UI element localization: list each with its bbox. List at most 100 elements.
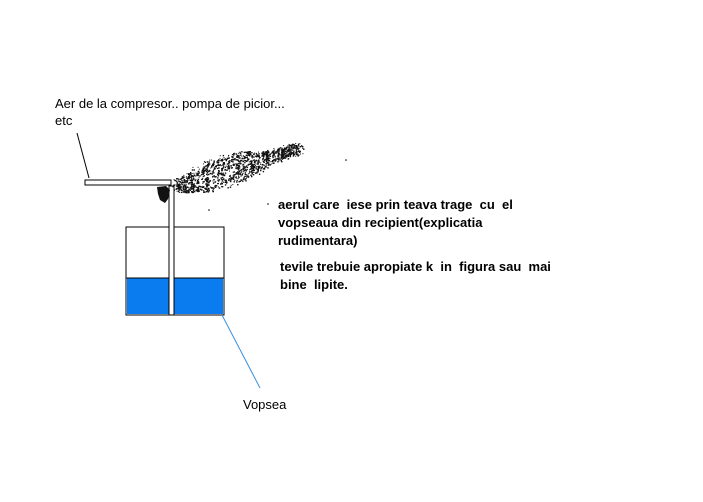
spray-speck — [253, 154, 255, 156]
spray-speck — [251, 167, 253, 170]
spray-speck — [266, 156, 268, 158]
spray-speck — [250, 166, 252, 168]
spray-speck — [203, 181, 205, 183]
spray-speck — [213, 169, 215, 171]
spray-speck — [194, 175, 196, 177]
spray-speck — [202, 186, 204, 189]
spray-speck — [233, 174, 235, 176]
spray-speck — [268, 163, 270, 166]
spray-speck — [297, 143, 300, 145]
spray-speck — [253, 169, 255, 171]
spray-speck — [184, 181, 186, 183]
spray-speck — [238, 172, 240, 174]
spray-speck — [257, 171, 259, 173]
spray-speck — [264, 153, 266, 156]
spray-speck — [261, 164, 263, 166]
spray-speck — [251, 175, 253, 178]
spray-speck — [223, 163, 224, 165]
spray-speck — [197, 178, 200, 181]
spray-speck — [278, 155, 280, 157]
suction-pipe — [168, 185, 175, 316]
spray-speck — [240, 180, 242, 182]
spray-speck — [222, 176, 224, 179]
spray-speck — [262, 168, 265, 170]
spray-speck — [237, 165, 239, 167]
spray-speck — [185, 192, 188, 194]
spray-speck — [281, 151, 284, 154]
spray-speck — [251, 173, 253, 175]
spray-speck — [191, 185, 193, 187]
spray-speck — [246, 166, 249, 168]
spray-speck — [180, 187, 182, 189]
spray-speck — [298, 150, 300, 151]
spray-speck — [230, 180, 232, 183]
spray-speck — [278, 157, 280, 159]
spray-speck — [179, 181, 181, 183]
spray-speck — [181, 186, 182, 188]
spray-speck — [232, 156, 234, 159]
spray-speck — [247, 151, 249, 153]
spray-speck — [192, 177, 195, 179]
spray-speck — [219, 172, 222, 175]
spray-speck — [233, 154, 235, 156]
spray-speck — [285, 149, 287, 151]
spray-speck — [293, 144, 295, 146]
spray-speck — [254, 165, 256, 166]
spray-speck — [252, 155, 254, 157]
spray-speck — [224, 179, 226, 181]
spray-speck — [256, 156, 258, 158]
spray-speck — [182, 176, 185, 178]
spray-speck — [206, 189, 209, 191]
spray-speck — [191, 178, 193, 180]
spray-speck — [199, 188, 202, 191]
spray-speck — [191, 169, 194, 171]
spray-speck — [235, 173, 237, 175]
spray-speck — [242, 163, 245, 166]
spray-speck — [237, 154, 239, 157]
spray-speck — [266, 154, 268, 156]
spray-speck — [225, 159, 228, 161]
spray-speck — [202, 185, 204, 187]
spray-speck — [270, 153, 272, 155]
spray-speck — [238, 175, 239, 177]
spray-speck — [183, 185, 185, 187]
spray-speck — [237, 159, 239, 161]
spray-speck — [224, 172, 227, 174]
spray-speck — [183, 183, 185, 185]
spray-speck — [205, 188, 207, 190]
spray-speck — [204, 165, 207, 167]
spray-speck — [187, 179, 189, 181]
spray-speck — [258, 165, 260, 167]
spray-speck — [247, 158, 249, 160]
spray-speck — [247, 160, 249, 162]
spray-speck — [270, 163, 272, 165]
spray-speck — [244, 157, 246, 159]
spray-speck — [229, 179, 231, 181]
spray-speck — [260, 162, 262, 164]
spray-speck — [206, 179, 209, 181]
spray-speck — [218, 167, 220, 169]
spray-speck — [238, 156, 240, 158]
spray-speck — [198, 188, 200, 190]
spray-speck — [266, 157, 268, 159]
spray-speck — [201, 171, 203, 173]
spray-speck — [237, 173, 239, 175]
spray-speck — [281, 149, 283, 151]
spray-speck — [191, 173, 193, 174]
spray-speck — [187, 191, 189, 193]
spray-speck — [273, 148, 275, 150]
spray-speck — [182, 182, 184, 183]
spray-speck — [236, 163, 238, 165]
spray-speck — [202, 169, 204, 171]
spray-speck — [230, 175, 232, 177]
spray-speck — [188, 190, 190, 192]
spray-speck — [234, 177, 236, 179]
spray-speck — [286, 151, 288, 153]
spray-speck — [198, 168, 200, 170]
spray-speck — [233, 177, 235, 179]
spray-speck — [183, 180, 186, 182]
spray-speck — [216, 165, 218, 167]
spray-speck — [208, 161, 210, 163]
spray-speck — [283, 152, 285, 154]
